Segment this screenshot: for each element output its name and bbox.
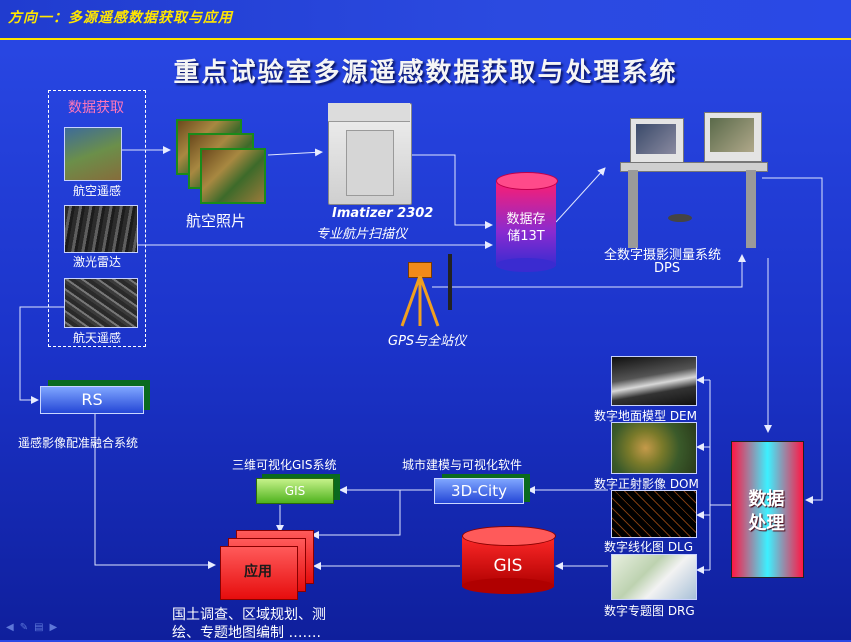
gis-database-top bbox=[462, 526, 556, 546]
data-processing-box bbox=[731, 441, 804, 578]
dlg-image bbox=[611, 490, 697, 538]
gis3d-box: GIS bbox=[256, 478, 334, 504]
city-caption: 城市建模与可视化软件 bbox=[402, 458, 523, 472]
product-dlg-label: 数字线化图 DLG bbox=[604, 540, 694, 554]
gps-pole bbox=[448, 254, 452, 310]
application-desc-line1: 国土调查、区域规划、测 bbox=[172, 607, 326, 623]
gis3d-caption: 三维可视化GIS系统 bbox=[232, 458, 337, 472]
scanner-model: Imatizer 2302 bbox=[332, 206, 434, 221]
previous-arrow-icon[interactable]: ◀ bbox=[6, 622, 20, 633]
acquisition-group bbox=[48, 90, 146, 347]
dem-image bbox=[611, 356, 697, 406]
dps-label-line2: DPS bbox=[654, 261, 681, 276]
application-box-label: 应用 bbox=[244, 564, 272, 580]
product-dom-label: 数字正射影像 DOM bbox=[594, 477, 699, 491]
drg-image bbox=[611, 554, 697, 600]
gis-database-label: GIS bbox=[493, 556, 523, 576]
storage-cylinder-bottom bbox=[496, 258, 556, 272]
dps-screen-right bbox=[710, 118, 754, 152]
rs-box: RS bbox=[40, 386, 144, 414]
tripod-icon bbox=[400, 276, 440, 327]
scanner-lid bbox=[328, 103, 410, 122]
dps-desk bbox=[620, 162, 768, 172]
storage-cylinder-top bbox=[496, 172, 558, 190]
satellite-image bbox=[64, 278, 138, 328]
acquisition-item-space: 航天遥感 bbox=[72, 331, 121, 345]
dps-desk-leg-left bbox=[628, 170, 638, 248]
product-dem-label: 数字地面模型 DEM bbox=[594, 409, 697, 423]
storage-cylinder bbox=[496, 180, 556, 266]
application-desc-line2: 绘、专题地图编制 ……. bbox=[172, 625, 321, 641]
acquisition-item-aerial: 航空遥感 bbox=[72, 184, 121, 198]
aerial-photo-label: 航空照片 bbox=[186, 212, 247, 230]
dps-foot-control bbox=[668, 214, 692, 222]
processing-line1: 数据 bbox=[748, 489, 785, 510]
processing-line2: 处理 bbox=[748, 513, 785, 534]
dom-image bbox=[611, 422, 697, 474]
gis-database-bottom bbox=[462, 578, 554, 594]
dps-desk-leg-right bbox=[746, 170, 756, 248]
page-title: 重点试验室多源遥感数据获取与处理系统 bbox=[173, 58, 678, 88]
menu-icon[interactable]: ▤ bbox=[34, 622, 50, 633]
storage-label: 数据存 储13T bbox=[496, 211, 556, 245]
top-banner bbox=[0, 0, 851, 40]
banner-text: 方向一：多源遥感数据获取与应用 bbox=[8, 10, 233, 26]
storage-line2: 储13T bbox=[507, 229, 545, 244]
scanner-body-panel bbox=[346, 130, 394, 196]
city-box: 3D-City bbox=[434, 478, 524, 504]
next-arrow-icon[interactable]: ▶ bbox=[49, 622, 64, 633]
acquisition-title: 数据获取 bbox=[68, 100, 124, 116]
aerial-remote-sensing-image bbox=[64, 127, 122, 181]
rs-caption: 遥感影像配准融合系统 bbox=[18, 436, 139, 450]
acquisition-item-lidar: 激光雷达 bbox=[72, 255, 121, 269]
application-page-front bbox=[220, 546, 298, 600]
product-drg-label: 数字专题图 DRG bbox=[604, 604, 695, 618]
storage-line1: 数据存 bbox=[506, 212, 546, 227]
data-processing-label: 数据 处理 bbox=[731, 488, 802, 536]
dps-screen-left bbox=[636, 124, 676, 154]
pen-icon[interactable]: ✎ bbox=[19, 622, 35, 633]
gps-label: GPS与全站仪 bbox=[388, 334, 467, 349]
slideshow-controls[interactable]: ◀✎▤▶ bbox=[6, 622, 63, 633]
aerial-photo-sheet bbox=[200, 148, 266, 204]
dps-label-line1: 全数字摄影测量系统 bbox=[604, 248, 722, 263]
scanner-desc: 专业航片扫描仪 bbox=[316, 227, 408, 242]
lidar-image bbox=[64, 205, 138, 253]
